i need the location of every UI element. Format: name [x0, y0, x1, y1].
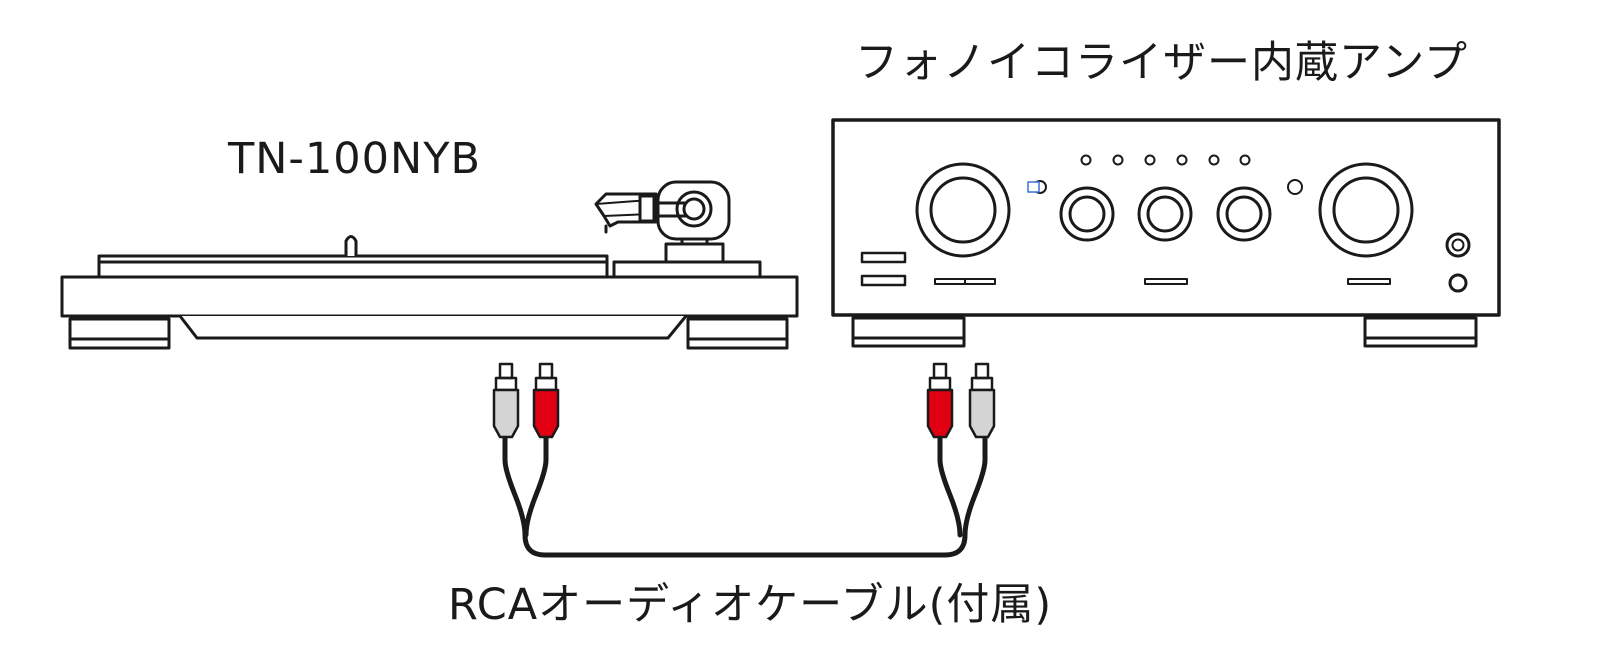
turntable-label: TN-100NYB	[228, 134, 481, 184]
turntable-icon	[60, 180, 799, 350]
cable-label: RCAオーディオケーブル(付属)	[448, 580, 1053, 630]
amplifier-label: フォノイコライザー内蔵アンプ	[855, 38, 1468, 88]
rca-plug-white-left	[492, 362, 520, 439]
rca-cable-icon	[492, 362, 996, 558]
rca-plug-white-right	[968, 362, 996, 439]
rca-plug-red-left	[532, 362, 560, 439]
rca-plug-red-right	[926, 362, 954, 439]
selection-marker-icon	[1027, 181, 1040, 193]
amplifier-icon	[831, 118, 1501, 348]
